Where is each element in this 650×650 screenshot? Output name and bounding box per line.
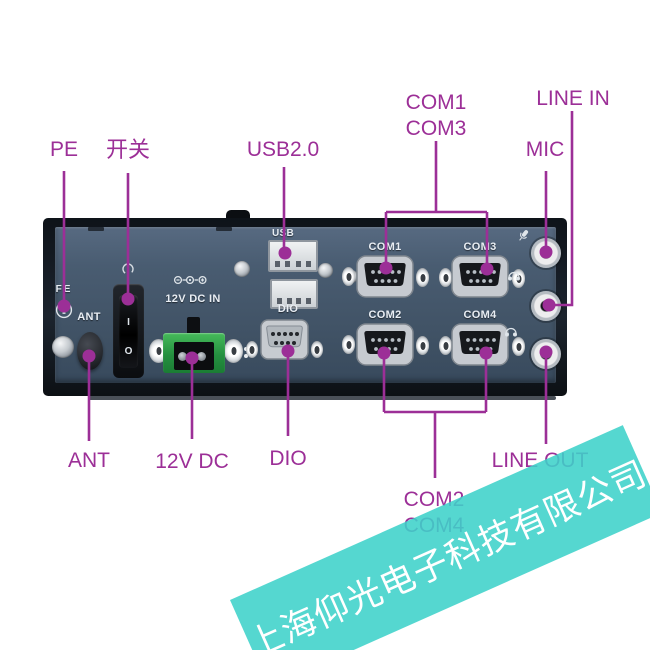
com-mount-hole — [512, 337, 525, 356]
com-mount-hole — [416, 336, 429, 355]
panel-vent-notch — [88, 227, 104, 231]
callout-ant: ANT — [68, 449, 110, 472]
com3-port — [451, 255, 509, 298]
callout-com1: COM1 — [405, 91, 467, 114]
callout-pe: PE — [49, 138, 78, 161]
panel-label-com4: COM4 — [463, 309, 497, 321]
dio-mount-hole — [311, 341, 323, 358]
com4-port — [451, 323, 509, 366]
com-mount-hole — [416, 268, 429, 287]
callout-12vdc: 12V DC — [155, 450, 229, 473]
com2-port — [356, 323, 414, 366]
usb-port-2 — [270, 279, 318, 309]
line-out-jack — [531, 339, 561, 369]
line-in-jack — [531, 291, 561, 321]
chassis-shadow — [88, 396, 556, 400]
dio-port — [260, 319, 309, 360]
panel-screw — [234, 261, 250, 277]
power-switch — [113, 284, 144, 378]
panel-label-fe: FE — [55, 284, 73, 295]
power-switch-rocker — [119, 295, 138, 368]
panel-screw — [52, 336, 74, 358]
dio-mount-hole — [246, 341, 258, 358]
panel-label-com3: COM3 — [463, 241, 497, 253]
power-icon — [122, 262, 134, 275]
com-mount-hole — [342, 335, 355, 354]
dc-terminal-block — [163, 333, 225, 373]
speaker-icon — [505, 327, 517, 337]
panel-screw — [318, 263, 333, 278]
usb-pins — [277, 298, 311, 304]
usb-pins — [275, 261, 311, 267]
mic-icon — [519, 230, 529, 241]
terminal-clamp-screw — [178, 352, 187, 361]
callout-mic: MIC — [525, 138, 565, 161]
com-mount-hole — [439, 268, 452, 287]
pin-hole — [244, 354, 248, 358]
callout-com1-com3: COM1 COM3 — [396, 90, 476, 143]
com1-port — [356, 255, 414, 298]
terminal-tab — [187, 317, 200, 335]
terminal-mount-hole — [224, 339, 243, 363]
panel-label-usb: USB — [271, 228, 294, 239]
mic-jack — [531, 238, 561, 268]
ground-icon — [55, 301, 73, 319]
panel-label-dio: DIO — [277, 303, 299, 315]
callout-line-in: LINE IN — [536, 87, 610, 110]
panel-label-com2: COM2 — [368, 309, 402, 321]
panel-label-ant: ANT — [77, 311, 101, 323]
switch-off-mark: O — [124, 346, 133, 357]
panel-label-com1: COM1 — [368, 241, 402, 253]
watermark-text: 上海仰光电子科技有限公司 — [241, 453, 650, 650]
panel-label-12vdcin: 12V DC IN — [165, 293, 221, 305]
com-mount-hole — [439, 336, 452, 355]
antenna-hole — [77, 332, 103, 370]
callout-switch: 开关 — [105, 137, 150, 162]
chassis-top-bump — [226, 210, 250, 220]
callout-com3: COM3 — [405, 117, 467, 141]
speaker-icon — [508, 271, 520, 281]
com-mount-hole — [342, 267, 355, 286]
switch-on-mark: I — [127, 317, 130, 328]
panel-vent-notch — [216, 227, 232, 231]
terminal-clamp-screw — [197, 352, 206, 361]
usb-port-1 — [268, 240, 318, 272]
callout-dio: DIO — [269, 447, 307, 470]
callout-usb: USB2.0 — [246, 138, 320, 161]
dc-polarity-icon — [173, 275, 207, 285]
